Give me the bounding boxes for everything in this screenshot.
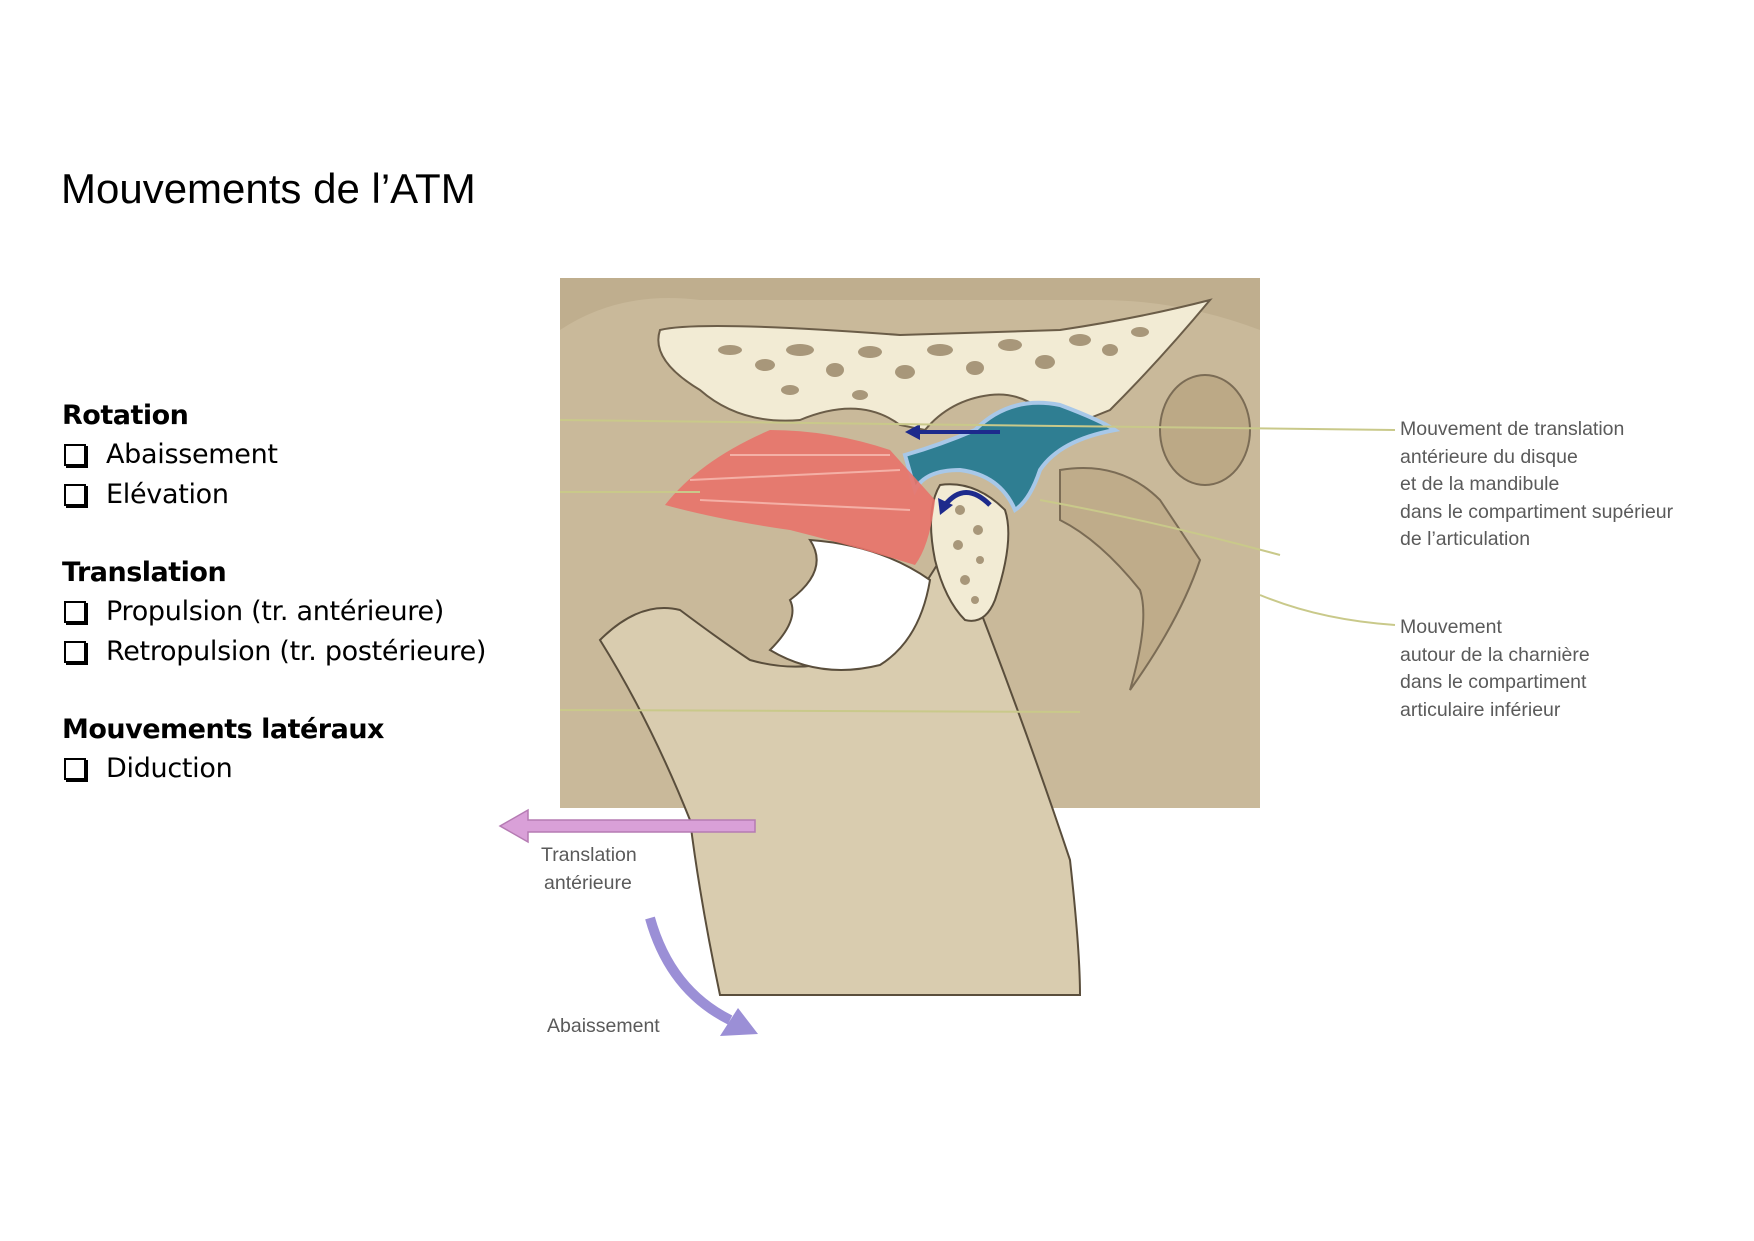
- temporal-bone: [657, 298, 1213, 432]
- list-item: Abaissement: [62, 435, 486, 475]
- cancellous-pattern: [718, 327, 1149, 400]
- label-line: articulaire inférieur: [1400, 698, 1561, 721]
- rotation-arrow-icon: [943, 490, 992, 507]
- list-item: Retropulsion (tr. postérieure): [62, 632, 486, 672]
- styloid-process: [1059, 467, 1202, 691]
- section-translation: Translation Propulsion (tr. antérieure) …: [62, 553, 486, 672]
- list-item: Elévation: [62, 475, 486, 515]
- section-heading: Rotation: [62, 400, 189, 431]
- label-line: de l’articulation: [1400, 528, 1531, 550]
- section-heading: Translation: [62, 557, 227, 588]
- list-item-label: Diduction: [106, 753, 233, 784]
- list-item: Propulsion (tr. antérieure): [62, 592, 486, 632]
- checkbox-icon: [64, 484, 86, 506]
- label-line: dans le compartiment supérieur: [1400, 500, 1674, 523]
- label-lower-compartment: Mouvement autour de la charnière dans le…: [1400, 614, 1590, 724]
- list-item-label: Elévation: [106, 479, 229, 510]
- section-rotation: Rotation Abaissement Elévation: [62, 396, 486, 515]
- label-line: Mouvement: [1400, 616, 1502, 638]
- section-lateral: Mouvements latéraux Diduction: [62, 710, 486, 789]
- abaissement-arrow-icon: [645, 916, 733, 1025]
- label-line: autour de la charnière: [1400, 643, 1590, 666]
- checkbox-icon: [64, 758, 86, 780]
- translation-arrow-icon: [498, 808, 756, 844]
- label-translation-anterieure: Translation antérieure: [541, 842, 637, 897]
- label-line: et de la mandibule: [1400, 473, 1560, 495]
- label-line: antérieure: [544, 871, 632, 894]
- label-line: antérieure du disque: [1400, 445, 1578, 468]
- section-heading: Mouvements latéraux: [62, 714, 384, 745]
- lateral-pterygoid-muscle: [665, 430, 935, 565]
- label-abaissement: Abaissement: [547, 1015, 660, 1037]
- checkbox-icon: [64, 444, 86, 466]
- movement-list: Rotation Abaissement Elévation Translati…: [62, 396, 486, 827]
- label-upper-compartment: Mouvement de translation antérieure du d…: [1400, 416, 1673, 554]
- list-item-label: Abaissement: [106, 439, 278, 470]
- label-line: Mouvement de translation: [1400, 418, 1625, 440]
- list-item-label: Retropulsion (tr. postérieure): [106, 636, 487, 667]
- mandibular-condyle: [930, 483, 1010, 622]
- label-line: Translation: [541, 844, 637, 866]
- leader-lines: [559, 419, 1396, 713]
- mandible-ramus: [598, 558, 1082, 996]
- slide-title: Mouvements de l’ATM: [61, 165, 476, 212]
- list-item: Diduction: [62, 749, 486, 789]
- checkbox-icon: [64, 601, 86, 623]
- checkbox-icon: [64, 641, 86, 663]
- label-line: dans le compartiment: [1400, 671, 1587, 693]
- list-item-label: Propulsion (tr. antérieure): [106, 596, 445, 627]
